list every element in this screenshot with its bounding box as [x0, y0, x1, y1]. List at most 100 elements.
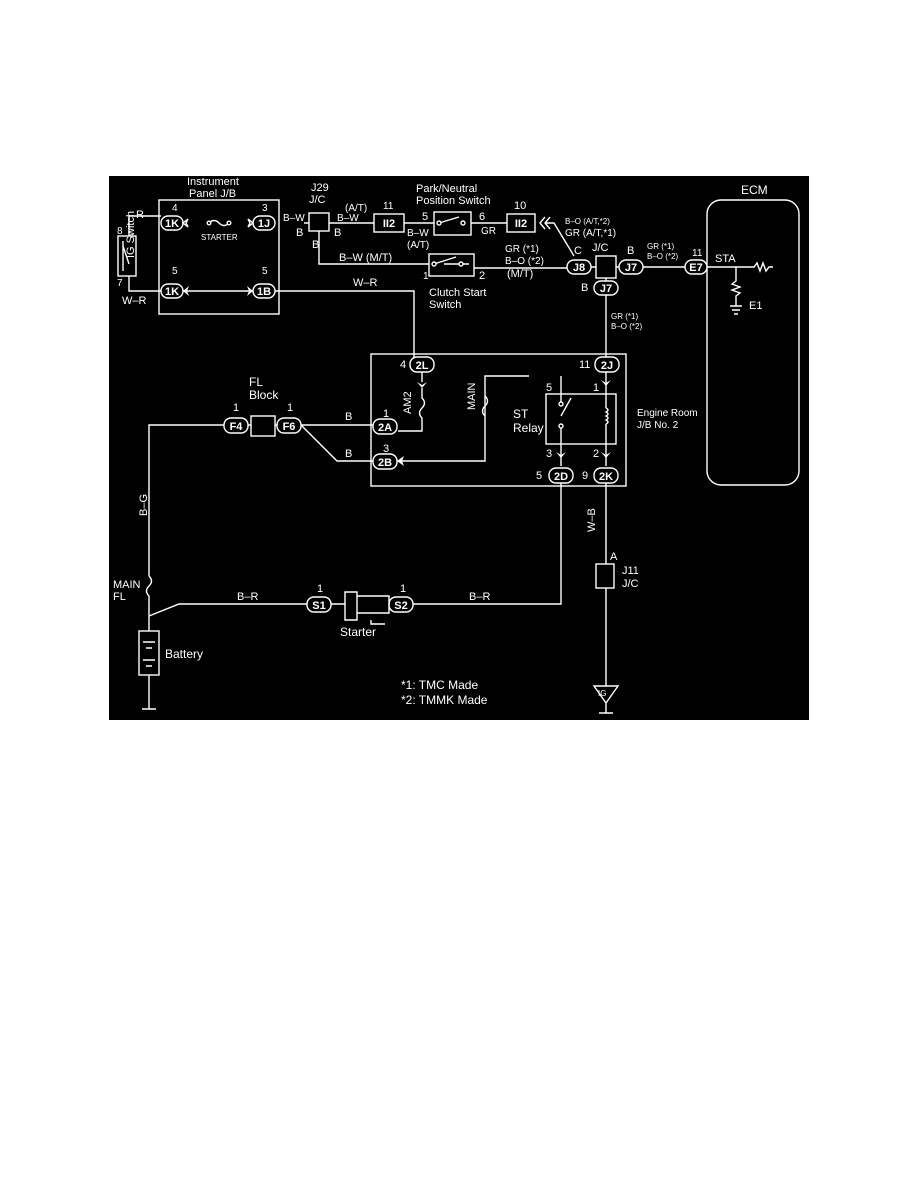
am2-fuse-wire	[398, 372, 426, 432]
connector-1k-top-label: 1K	[165, 218, 179, 230]
relay-terminal	[558, 401, 564, 407]
fl-block-pin1b: 1	[287, 402, 293, 414]
park-neutral-title-1: Park/Neutral	[416, 183, 477, 195]
relay-terminal	[558, 423, 564, 429]
relay-pin2: 2	[593, 448, 599, 460]
starter-fuse-label: STARTER	[201, 233, 238, 242]
connector-1k-bottom-label: 1K	[165, 286, 179, 298]
connector-1j-label: 1J	[258, 218, 270, 230]
ground-label: IG	[598, 689, 606, 698]
main-fuse-symbol	[481, 395, 489, 417]
battery-cells	[142, 641, 156, 710]
ground-symbol	[592, 685, 620, 714]
ig-switch-box	[117, 235, 137, 277]
main-fl-label-2: FL	[113, 591, 126, 603]
relay-arrows	[556, 380, 611, 458]
ipjb-pin4: 4	[172, 203, 178, 214]
wiring-diagram-svg: ECM E7 11 STA E1 Instrument Panel J/B 4 …	[113, 176, 800, 714]
clutch-terminal	[431, 261, 437, 267]
st-relay-wiring	[560, 372, 607, 466]
ig-switch-wire-r: R	[136, 209, 144, 221]
clutch-pin2: 2	[479, 270, 485, 282]
wire-bw-b: B–W	[407, 228, 429, 239]
j29-b1: B	[296, 227, 303, 239]
starter-pin1a: 1	[317, 583, 323, 595]
ecm-box	[706, 199, 800, 486]
ecm-pin-11: 11	[692, 248, 703, 259]
j29-label: J29	[311, 182, 329, 194]
main-fuse-label: MAIN	[466, 382, 478, 410]
jc-pin-c: C	[574, 245, 582, 257]
ig-switch-pin8: 8	[117, 226, 123, 237]
ecm-title: ECM	[741, 183, 768, 197]
2b-arrow	[397, 456, 404, 466]
wire-battery-starter	[148, 603, 307, 617]
starter-fuse-symbol	[208, 219, 230, 227]
main-fuse-wire	[397, 375, 529, 462]
j11-pin-a: A	[610, 551, 618, 563]
connector-2b-label: 2B	[378, 457, 392, 469]
connector-2j	[594, 356, 620, 373]
clutch-wire-mt: (M/T)	[507, 268, 533, 280]
jc-label: J/C	[592, 242, 609, 254]
instrument-panel-jb-title-2: Panel J/B	[189, 188, 236, 200]
instrument-panel-jb-title-1: Instrument	[187, 176, 239, 188]
wire-at2: (A/T)	[407, 240, 429, 251]
connector-j7-b-label: J7	[600, 283, 612, 295]
battery-symbol	[138, 630, 160, 676]
starter-motor-symbol	[331, 591, 390, 625]
j29-jc-label: J/C	[309, 194, 326, 206]
st-relay-title-1: ST	[513, 407, 529, 421]
wire-bo-at-2: B–O (A/T,*2)	[565, 217, 610, 226]
connector-2a	[372, 418, 398, 435]
connector-1b-label: 1B	[257, 286, 271, 298]
st-relay-box	[545, 393, 617, 445]
ig-switch-label: IG Switch	[125, 211, 137, 258]
ii2-b-arrows	[539, 216, 575, 257]
connector-2j-label: 2J	[601, 360, 613, 372]
main-fl-fuse	[145, 575, 153, 631]
ipjb-pin3: 3	[262, 203, 268, 214]
wire-bo-2: B–O (*2)	[505, 256, 544, 267]
battery-label: Battery	[165, 647, 203, 661]
main-fl-label-1: MAIN	[113, 579, 141, 591]
e1-ground-resistor	[730, 267, 742, 315]
fuse-terminal	[206, 220, 212, 226]
note-tmc: *1: TMC Made	[401, 678, 478, 692]
engine-room-jb-title-1: Engine Room	[637, 408, 698, 419]
wiring-diagram: ECM E7 11 STA E1 Instrument Panel J/B 4 …	[109, 176, 809, 720]
down-wire-bo: B–O (*2)	[611, 322, 642, 331]
fl-block-title-2: Block	[249, 388, 279, 402]
clutch-title-1: Clutch Start	[429, 287, 486, 299]
fl-block-box	[250, 415, 276, 437]
fl-block-title-1: FL	[249, 375, 263, 389]
erjb-pin11: 11	[579, 359, 590, 371]
fl-block-wiring	[148, 424, 373, 576]
starter-pin1b: 1	[400, 583, 406, 595]
j11-label: J11	[622, 565, 639, 577]
wire-bw-a: B–W	[337, 213, 359, 224]
engine-room-jb-box	[370, 353, 627, 487]
ii2-a-pin: 11	[383, 201, 394, 212]
ig-switch-pin7: 7	[117, 278, 123, 289]
wire-b-2: B	[345, 448, 352, 460]
connector-j8-label: J8	[573, 262, 585, 274]
ipjb-arrows-top	[181, 218, 255, 228]
jc-junction-wires	[591, 266, 619, 281]
ig-switch-wiring	[122, 215, 161, 292]
park-neutral-pin5: 5	[422, 211, 428, 223]
connector-f6-label: F6	[283, 421, 296, 433]
j11-junction	[595, 563, 615, 589]
am2-arrow	[417, 382, 427, 388]
park-neutral-pin6: 6	[479, 211, 485, 223]
ecm-wire-gr: GR (*1)	[647, 242, 674, 251]
wire-wb-label: W–B	[586, 508, 598, 532]
connector-2a-label: 2A	[378, 422, 392, 434]
ipjb-pin5a: 5	[172, 266, 178, 277]
park-neutral-wire-gr: GR	[481, 226, 496, 237]
park-neutral-terminal	[460, 220, 466, 226]
wire-br-2	[413, 483, 562, 605]
wire-at-label: (A/T)	[345, 203, 367, 214]
wire-gr-at-1: GR (A/T,*1)	[565, 228, 616, 239]
j29-b2: B	[334, 227, 341, 239]
